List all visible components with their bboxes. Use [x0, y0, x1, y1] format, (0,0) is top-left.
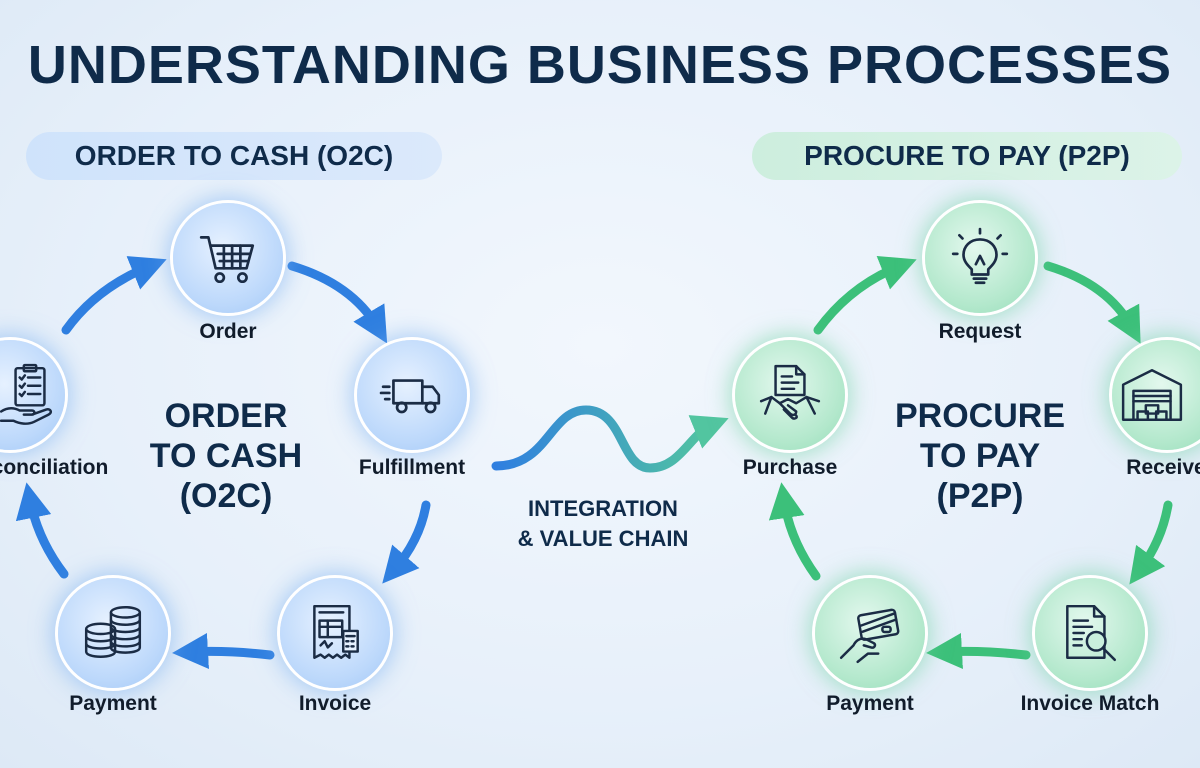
- p2p-arrow-purchase-request: [813, 255, 917, 335]
- o2c-arrow-order-fulfillment: [287, 261, 388, 344]
- p2p-node-invoice-match: [1035, 578, 1145, 688]
- p2p-node-purchase: [735, 340, 845, 450]
- p2p-arrow-invoicematch-payment: [926, 633, 1031, 669]
- o2c-arrow-payment-reconciliation: [15, 482, 69, 579]
- o2c-center-label: ORDER TO CASH (O2C): [150, 396, 302, 516]
- p2p-arrow-receive-invoicematch: [1129, 500, 1173, 585]
- p2p-label-purchase: Purchase: [742, 456, 838, 479]
- hand-card-icon: [839, 608, 900, 664]
- p2p-center-line-3: (P2P): [936, 477, 1024, 515]
- invoice-document-icon: [313, 604, 359, 659]
- o2c-node-invoice: [280, 578, 390, 688]
- lightbulb-icon: [951, 227, 1009, 285]
- shopping-cart-icon: [199, 236, 255, 284]
- o2c-arrow-fulfillment-invoice: [382, 500, 431, 584]
- o2c-label-fulfillment: Fulfillment: [358, 456, 466, 479]
- p2p-center-label: PROCURE TO PAY (P2P): [895, 396, 1065, 516]
- integration-wave-arrow: [491, 405, 729, 473]
- warehouse-icon: [1121, 369, 1183, 421]
- o2c-node-order: [173, 203, 283, 313]
- p2p-node-receive: [1112, 340, 1200, 450]
- o2c-center-line-2: TO CASH: [149, 437, 303, 475]
- p2p-arrow-payment-purchase: [768, 482, 821, 581]
- o2c-label-reconciliation: conciliation: [0, 456, 109, 479]
- o2c-heading: ORDER TO CASH (O2C): [26, 132, 442, 180]
- clipboard-hand-icon: [0, 363, 53, 425]
- integration-label: INTEGRATION & VALUE CHAIN: [518, 494, 689, 554]
- p2p-heading: PROCURE TO PAY (P2P): [752, 132, 1182, 180]
- o2c-center-line-3: (O2C): [179, 477, 273, 515]
- p2p-label-payment: Payment: [826, 692, 914, 715]
- document-magnifier-icon: [1066, 604, 1116, 662]
- o2c-center-line-1: ORDER: [164, 397, 288, 435]
- o2c-node-payment: [58, 578, 168, 688]
- page-title: UNDERSTANDING BUSINESS PROCESSES: [27, 35, 1173, 95]
- o2c-label-order: Order: [199, 320, 257, 343]
- p2p-arrow-request-receive: [1043, 261, 1141, 344]
- o2c-label-invoice: Invoice: [298, 692, 372, 715]
- p2p-node-payment: [815, 578, 925, 688]
- delivery-truck-icon: [379, 379, 441, 414]
- integration-line-2: & VALUE CHAIN: [517, 526, 689, 551]
- integration-line-1: INTEGRATION: [528, 496, 678, 521]
- o2c-arrow-invoice-payment: [172, 633, 275, 669]
- o2c-arrow-reconciliation-order: [61, 256, 167, 335]
- coin-stacks-icon: [84, 605, 142, 658]
- p2p-center-line-2: TO PAY: [919, 437, 1041, 475]
- p2p-center-line-1: PROCURE: [894, 397, 1066, 435]
- o2c-label-payment: Payment: [69, 692, 157, 715]
- p2p-label-invoice-match: Invoice Match: [1020, 692, 1160, 715]
- p2p-label-receive: Receive: [1126, 456, 1200, 479]
- p2p-node-request: [925, 203, 1035, 313]
- p2p-label-request: Request: [938, 320, 1022, 343]
- o2c-node-fulfillment: [357, 340, 467, 450]
- handshake-document-icon: [759, 364, 821, 420]
